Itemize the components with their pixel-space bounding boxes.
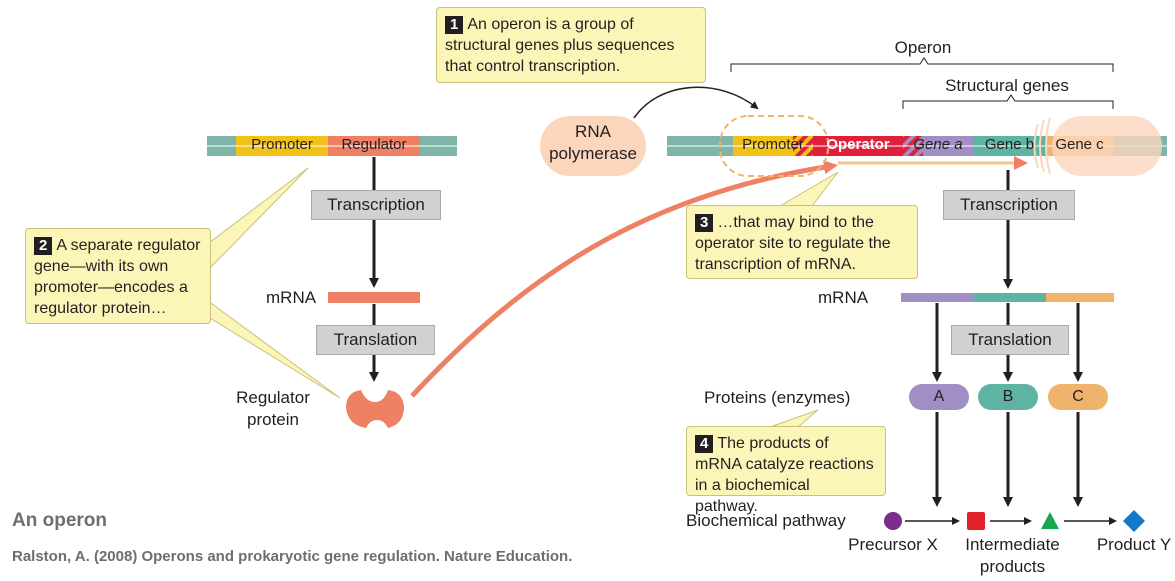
callout-1-number: 1: [445, 16, 464, 34]
left-transcription-box: Transcription: [311, 190, 441, 220]
left-regulator-label: Regulator: [341, 136, 407, 153]
right-transcription-box: Transcription: [943, 190, 1075, 220]
binding-site-dashed-outline: [719, 115, 829, 177]
rna-polymerase-shape: [540, 116, 646, 176]
callout-3: 3…that may bind to the operator site to …: [686, 205, 918, 279]
polymerase-curved-arrow: [633, 86, 759, 119]
intermediate-triangle: [1041, 512, 1059, 529]
callout-4-text: The products of mRNA catalyze reactions …: [695, 435, 874, 515]
intermediate-label: Intermediate products: [965, 535, 1060, 576]
left-mrna-bar: [328, 292, 420, 303]
product-diamond: [1123, 510, 1145, 532]
mrna-c-bar: [1046, 293, 1114, 302]
callout3-pointer: [778, 171, 839, 207]
callout2-pointer-top: [204, 167, 309, 270]
gene-c-label: Gene c: [1055, 136, 1104, 153]
callout-3-number: 3: [695, 214, 714, 232]
intermediate-square: [967, 512, 985, 530]
left-translation-box: Translation: [316, 325, 435, 355]
regulator-binding-arrow: [410, 160, 838, 398]
operon-label: Operon: [894, 38, 952, 57]
product-label: Product Y: [1096, 535, 1172, 554]
moving-polymerase: [1033, 116, 1162, 176]
structural-genes-bracket: [902, 94, 1114, 109]
callout4-pointer: [769, 409, 819, 428]
mrna-a-bar: [901, 293, 974, 302]
enzyme-b-shape: [978, 384, 1038, 410]
precursor-circle: [884, 512, 902, 530]
enzyme-a-shape: [909, 384, 969, 410]
enzyme-c-label: C: [1072, 388, 1084, 405]
rna-polymerase-label: RNA polymerase: [549, 122, 637, 163]
operon-promoter-label: Promoter: [742, 136, 804, 153]
gene-b-label: Gene b: [984, 136, 1035, 153]
left-mrna-label: mRNA: [266, 288, 317, 307]
structural-genes-label: Structural genes: [945, 76, 1069, 95]
operator-label: Operator: [826, 136, 890, 153]
callout-4-number: 4: [695, 435, 714, 453]
right-mrna-label: mRNA: [818, 288, 869, 307]
callout-1-text: An operon is a group of structural genes…: [445, 16, 675, 75]
callout-2-number: 2: [34, 237, 53, 255]
regulator-protein-shape: [346, 390, 404, 428]
enzyme-a-label: A: [933, 388, 945, 405]
left-promoter-label: Promoter: [251, 136, 313, 153]
proteins-label: Proteins (enzymes): [704, 388, 851, 407]
mrna-b-bar: [974, 293, 1046, 302]
figure-title: An operon: [12, 510, 107, 531]
callout-2-text: A separate regulator gene—with its own p…: [34, 237, 201, 317]
regulator-protein-label: Regulator protein: [236, 388, 310, 429]
precursor-label: Precursor X: [848, 535, 938, 554]
callout-3-text: …that may bind to the operator site to r…: [695, 214, 891, 273]
figure-citation: Ralston, A. (2008) Operons and prokaryot…: [12, 548, 573, 565]
enzyme-c-shape: [1048, 384, 1108, 410]
gene-a-label: Gene a: [913, 136, 963, 153]
pathway-label: Biochemical pathway: [686, 511, 846, 530]
left-dna-strand: [207, 136, 457, 156]
enzyme-b-label: B: [1002, 388, 1014, 405]
operon-bracket: [730, 57, 1114, 72]
operon-dna-strand: [667, 136, 1167, 156]
right-translation-box: Translation: [951, 325, 1069, 355]
